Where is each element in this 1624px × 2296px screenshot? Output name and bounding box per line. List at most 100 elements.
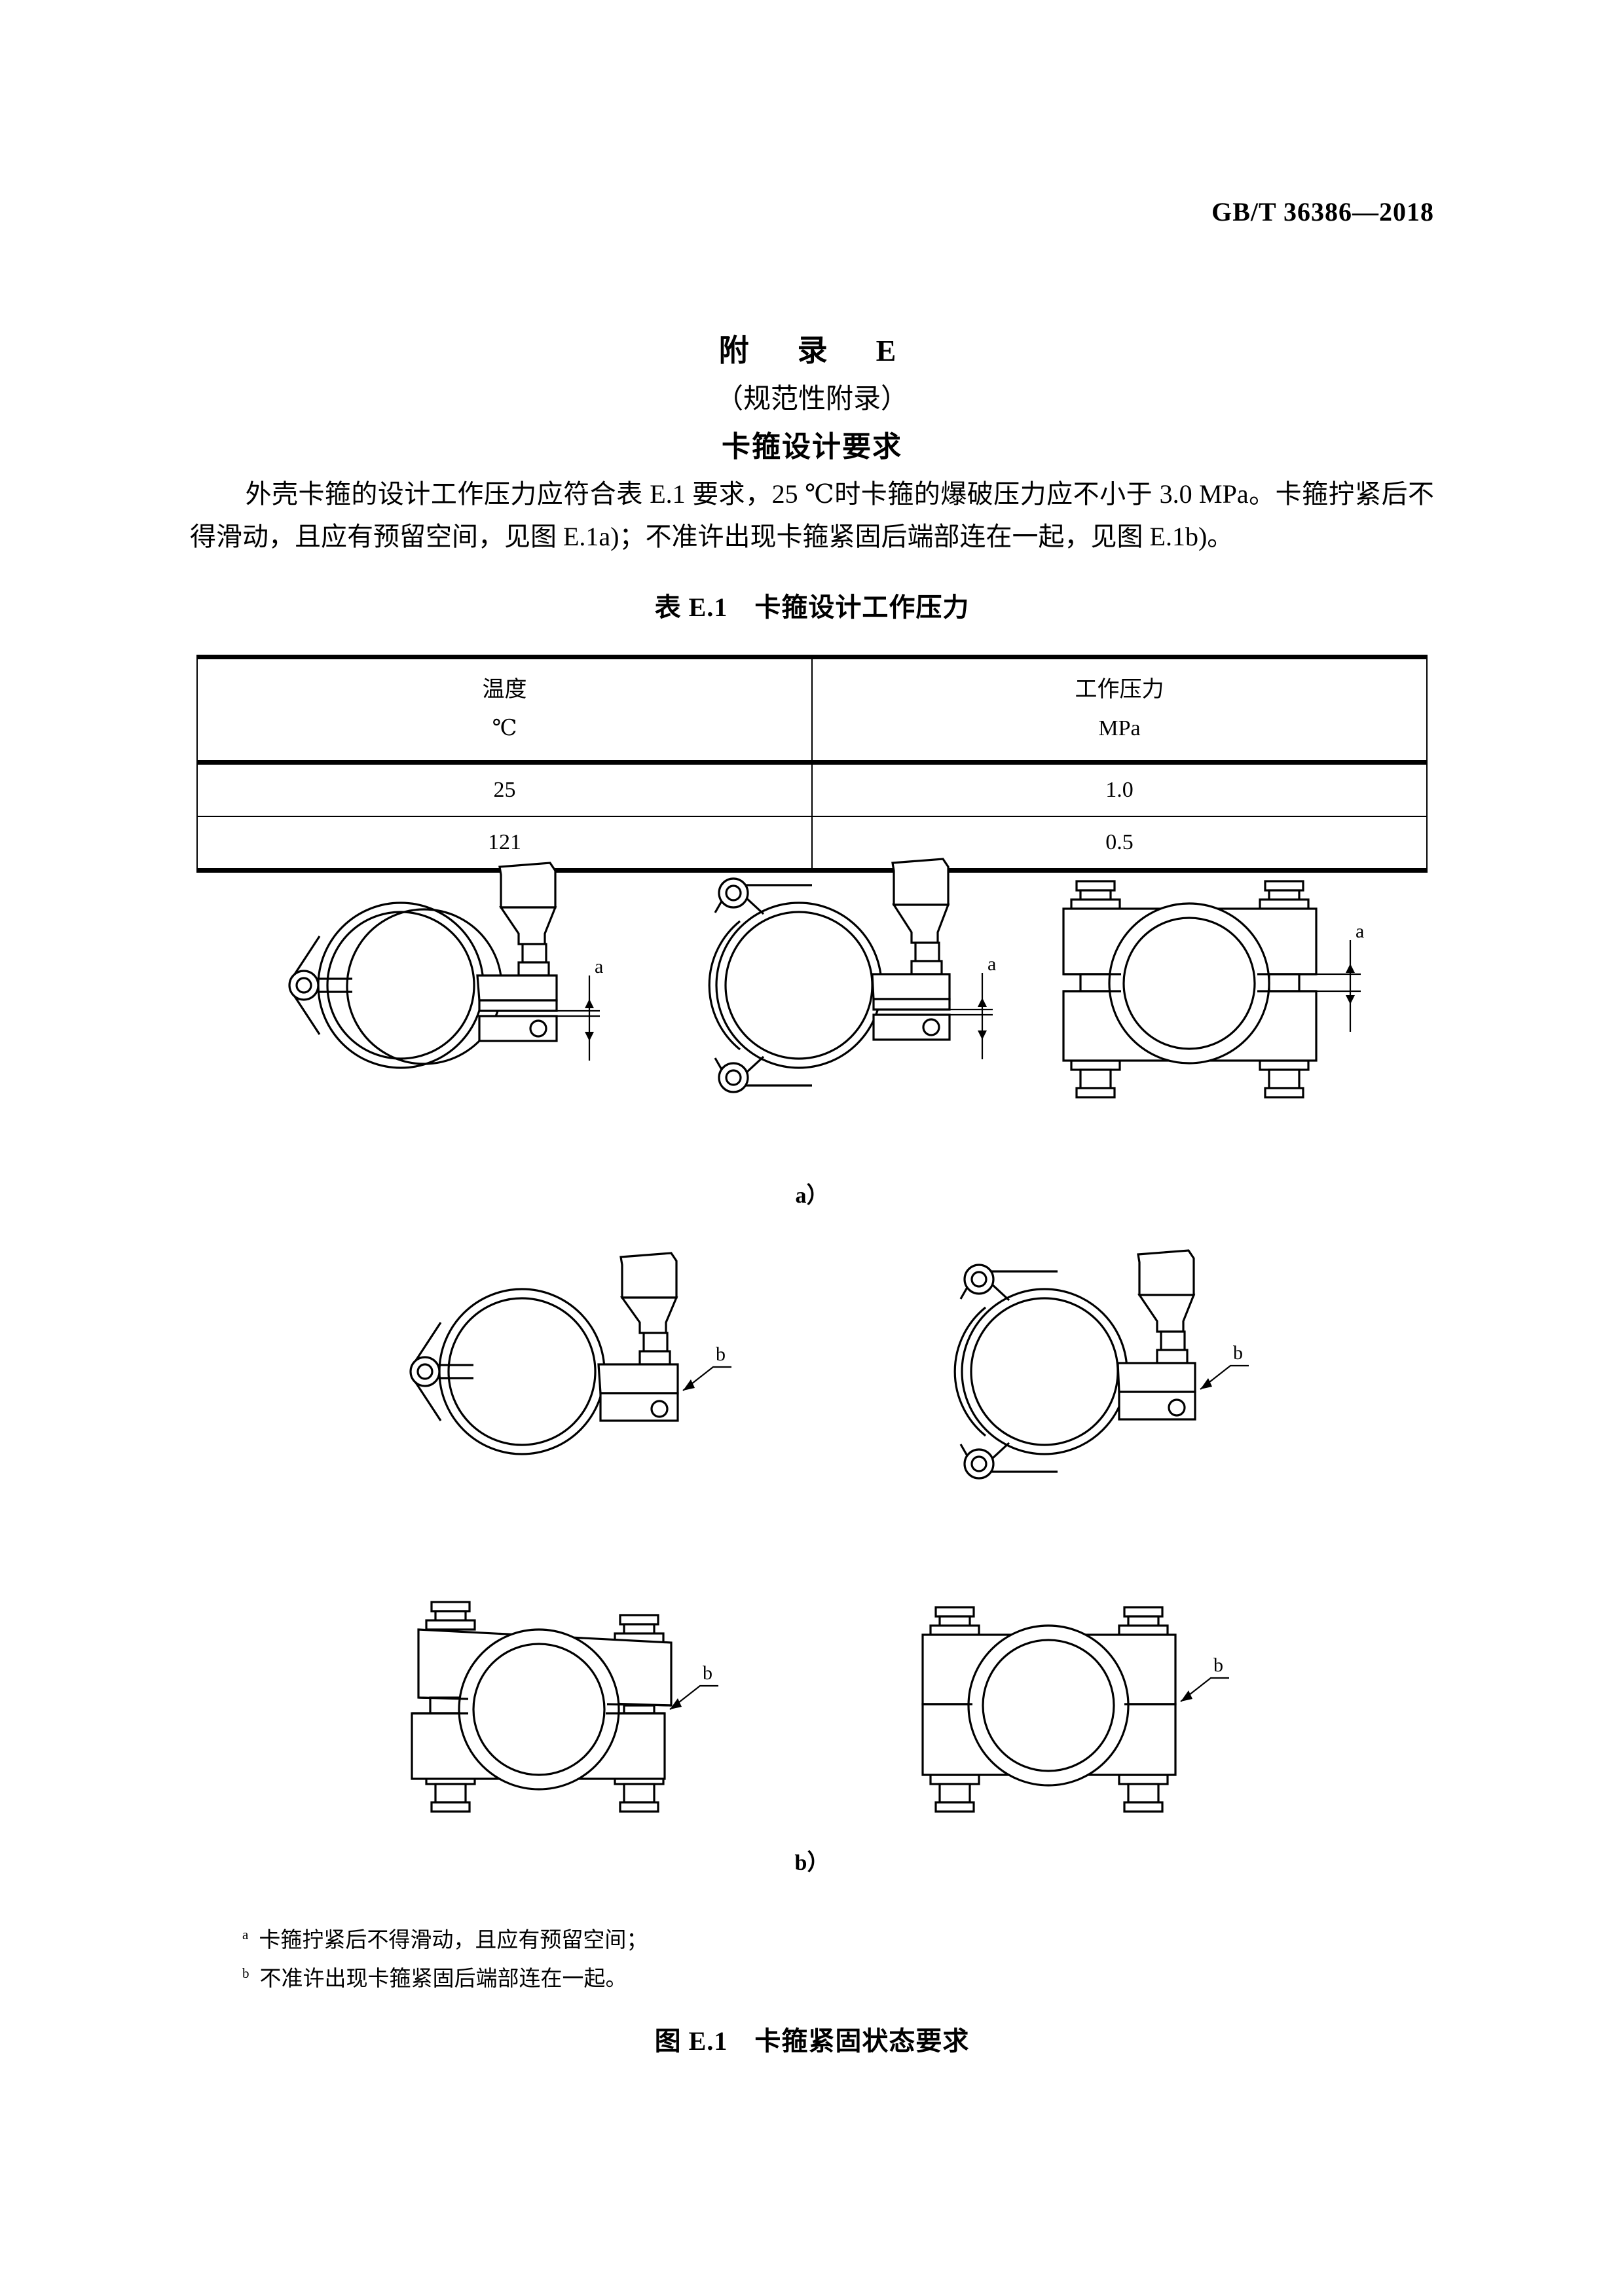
pipe-outline [458, 1628, 620, 1791]
annex-kind: （规范性附录） [715, 384, 908, 415]
wing-nut [891, 858, 950, 975]
clamp-closure-block-contact [597, 1363, 679, 1422]
bolt-bottom-left [425, 1774, 476, 1813]
footnote-b: b 不准许出现卡箍紧固后端部连在一起。 [242, 1960, 1356, 1999]
figure-item-a2: a [642, 845, 1008, 1126]
figure-e1-area: a [0, 845, 1624, 2003]
bolt-top-right [614, 1614, 665, 1644]
clamp-hinged-single-pin-gap-drawing: a [288, 862, 603, 1069]
clamp-hinge-left [409, 1322, 473, 1421]
column-header-pressure: 工作压力 MPa [811, 655, 1428, 765]
annex-title-block: 附 录 E （规范性附录） 卡箍设计要求 [0, 327, 1624, 471]
gap-label-a: a [595, 956, 603, 977]
wing-nut [1137, 1249, 1196, 1364]
page-header-standard-number: GB/T 36386—2018 [1211, 197, 1434, 227]
bolt-bottom-right [614, 1774, 665, 1813]
clamp-band [317, 902, 503, 1069]
footnote-mark-a: a [242, 1927, 249, 1942]
footnote-mark-b: b [242, 1965, 249, 1981]
table-e1: 温度 ℃ 工作压力 MPa 25 1.0 121 0.5 [196, 655, 1428, 873]
clamp-hinge-lower [959, 1442, 1058, 1480]
figure-item-b1: b [370, 1231, 737, 1512]
clamp-hinged-double-pin-contact-drawing: b [953, 1249, 1249, 1480]
gap-dimension-a: a [1316, 920, 1364, 1032]
gap-label-a: a [987, 953, 996, 975]
contact-label-b: b [1213, 1654, 1223, 1676]
wing-nut [498, 862, 557, 977]
figure-row-b-upper: b [0, 1231, 1624, 1512]
figure-caption: 图 E.1 卡箍紧固状态要求 [654, 2026, 970, 2056]
clamp-hinged-double-pin-gap-drawing: a [708, 858, 996, 1093]
clamp-band [438, 1288, 606, 1455]
column-header-temperature-title: 温度 [482, 678, 527, 702]
bolt-bottom-right [1118, 1774, 1169, 1813]
figure-item-b2: b [887, 1231, 1254, 1512]
clamp-bolted-block-gap-drawing: a [1062, 880, 1364, 1099]
table-row: 25 1.0 [196, 762, 1428, 817]
cell-pressure: 1.0 [811, 762, 1428, 817]
bolt-top-left [1070, 880, 1121, 910]
clamp-closure-block-lower [478, 1015, 558, 1042]
callout-arrow [1181, 1690, 1192, 1702]
column-header-pressure-title: 工作压力 [1075, 678, 1164, 702]
clamp-closure-block-lower [872, 1013, 951, 1041]
figure-row-a: a [0, 845, 1624, 1126]
contact-callout-b: b [682, 1343, 731, 1391]
sub-caption-b: b） [794, 1851, 830, 1875]
bolt-bottom-right [1259, 1059, 1310, 1099]
column-header-temperature: 温度 ℃ [196, 655, 813, 765]
clamp-bolted-block-contact-drawing-2: b [921, 1606, 1229, 1813]
sub-caption-a: a） [795, 1184, 829, 1208]
clamp-band [708, 902, 883, 1069]
callout-arrow [1200, 1378, 1212, 1389]
gap-arrow-top [585, 999, 594, 1008]
column-header-temperature-unit: ℃ [492, 716, 517, 740]
clamp-closure-block-upper [476, 974, 558, 1012]
figure-item-a1: a [249, 845, 616, 1126]
callout-arrow [670, 1698, 682, 1709]
figure-item-b4: b [894, 1575, 1234, 1836]
clamp-hinge-upper [959, 1264, 1058, 1302]
pipe-outline [1108, 902, 1270, 1065]
bolt-top-left [929, 1606, 980, 1636]
clamp-hinge-lower [714, 1055, 812, 1093]
table-header-row: 温度 ℃ 工作压力 MPa [196, 655, 1428, 765]
gap-arrow-bottom [585, 1032, 594, 1041]
bolt-bottom-left [1070, 1059, 1121, 1099]
annex-name: 卡箍设计要求 [722, 431, 902, 464]
clamp-block-upper-edge [1063, 973, 1316, 993]
contact-callout-b: b [1180, 1654, 1229, 1702]
clamp-bolted-block-contact-drawing-1: b [411, 1601, 718, 1813]
clamp-block-contact-edges [412, 1696, 672, 1715]
table-caption: 表 E.1 卡箍设计工作压力 [654, 592, 970, 622]
paragraph-text: 外壳卡箍的设计工作压力应符合表 E.1 要求，25 ℃时卡箍的爆破压力应不小于 … [190, 479, 1434, 551]
figure-row-b-lower: b [0, 1575, 1624, 1836]
clamp-closure-block-upper [871, 973, 951, 1011]
figure-item-a3: a [1035, 845, 1375, 1126]
body-paragraph: 外壳卡箍的设计工作压力应符合表 E.1 要求，25 ℃时卡箍的爆破压力应不小于 … [190, 473, 1434, 558]
contact-label-b: b [716, 1343, 726, 1365]
contact-callout-b: b [1200, 1342, 1249, 1390]
gap-arrow-bottom [1346, 995, 1355, 1004]
contact-callout-b: b [669, 1662, 718, 1710]
clamp-hinged-single-pin-contact-drawing: b [409, 1252, 731, 1455]
footnote-text-a: 卡箍拧紧后不得滑动，且应有预留空间； [259, 1929, 648, 1952]
bolt-bottom-left [929, 1774, 980, 1813]
callout-arrow [683, 1379, 695, 1391]
contact-label-b: b [1233, 1342, 1243, 1364]
contact-label-b: b [703, 1662, 712, 1684]
gap-arrow-bottom [978, 1030, 987, 1040]
footnote-text-b: 不准许出现卡箍紧固后端部连在一起。 [259, 1967, 627, 1991]
gap-label-a: a [1356, 920, 1364, 942]
clamp-band [953, 1288, 1128, 1455]
bolt-top-left [425, 1601, 476, 1631]
figure-footnotes: a 卡箍拧紧后不得滑动，且应有预留空间； b 不准许出现卡箍紧固后端部连在一起。 [242, 1922, 1356, 1998]
bolt-top-right [1259, 880, 1310, 910]
bolt-top-right [1118, 1606, 1169, 1636]
gap-arrow-top [1346, 964, 1355, 973]
clamp-hinge-upper [714, 877, 812, 915]
footnote-a: a 卡箍拧紧后不得滑动，且应有预留空间； [242, 1922, 1356, 1960]
annex-number: 附 录 E [718, 334, 906, 367]
wing-nut [619, 1252, 678, 1366]
